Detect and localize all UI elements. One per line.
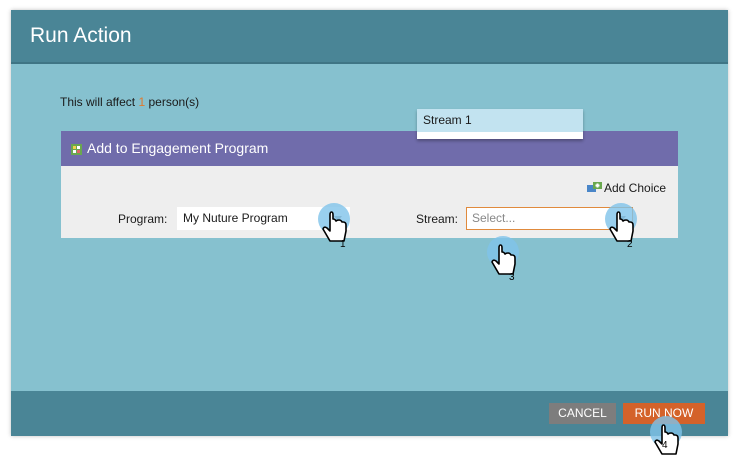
stream-select-placeholder: Select...	[472, 211, 516, 225]
dialog-title-bar: Run Action	[11, 10, 728, 64]
add-choice-label: Add Choice	[604, 181, 667, 195]
step-2-pointer: 2	[605, 203, 637, 250]
affect-count: 1	[138, 95, 146, 109]
panel-title: Add to Engagement Program	[87, 140, 269, 156]
program-label: Program:	[118, 212, 168, 226]
hand-pointer-icon	[322, 211, 347, 242]
step-number: 4	[662, 440, 668, 451]
add-choice-icon	[587, 181, 602, 192]
run-now-button[interactable]: RUN NOW	[623, 403, 705, 424]
step-4-pointer: 4	[650, 416, 682, 455]
stream-select[interactable]: Select...	[466, 207, 633, 230]
step-number: 2	[627, 239, 633, 250]
step-1-pointer: 1	[318, 203, 350, 250]
stream-dropdown: Stream 1	[417, 109, 583, 139]
hand-pointer-icon	[609, 211, 634, 242]
program-select[interactable]: My Nuture Program	[177, 207, 350, 230]
dialog-title: Run Action	[30, 24, 132, 47]
stream-option[interactable]: Stream 1	[417, 109, 583, 132]
program-select-value: My Nuture Program	[183, 211, 288, 225]
affect-summary: This will affect 1 person(s)	[60, 95, 199, 109]
affect-suffix: person(s)	[145, 95, 200, 109]
hand-pointer-icon	[491, 244, 516, 275]
panel-header: Add to Engagement Program	[61, 131, 678, 166]
step-number: 1	[340, 239, 346, 250]
engagement-program-panel: Add to Engagement Program Add Choice Pro…	[61, 131, 678, 238]
engagement-program-icon	[71, 144, 82, 155]
stream-label: Stream:	[416, 212, 459, 226]
cancel-button[interactable]: CANCEL	[549, 403, 616, 424]
step-number: 3	[509, 272, 515, 283]
add-choice-link[interactable]: Add Choice	[587, 181, 666, 195]
dialog-footer: CANCEL RUN NOW	[11, 391, 728, 436]
hand-pointer-icon	[654, 424, 679, 455]
step-3-pointer: 3	[487, 236, 519, 283]
affect-prefix: This will affect	[60, 95, 139, 109]
